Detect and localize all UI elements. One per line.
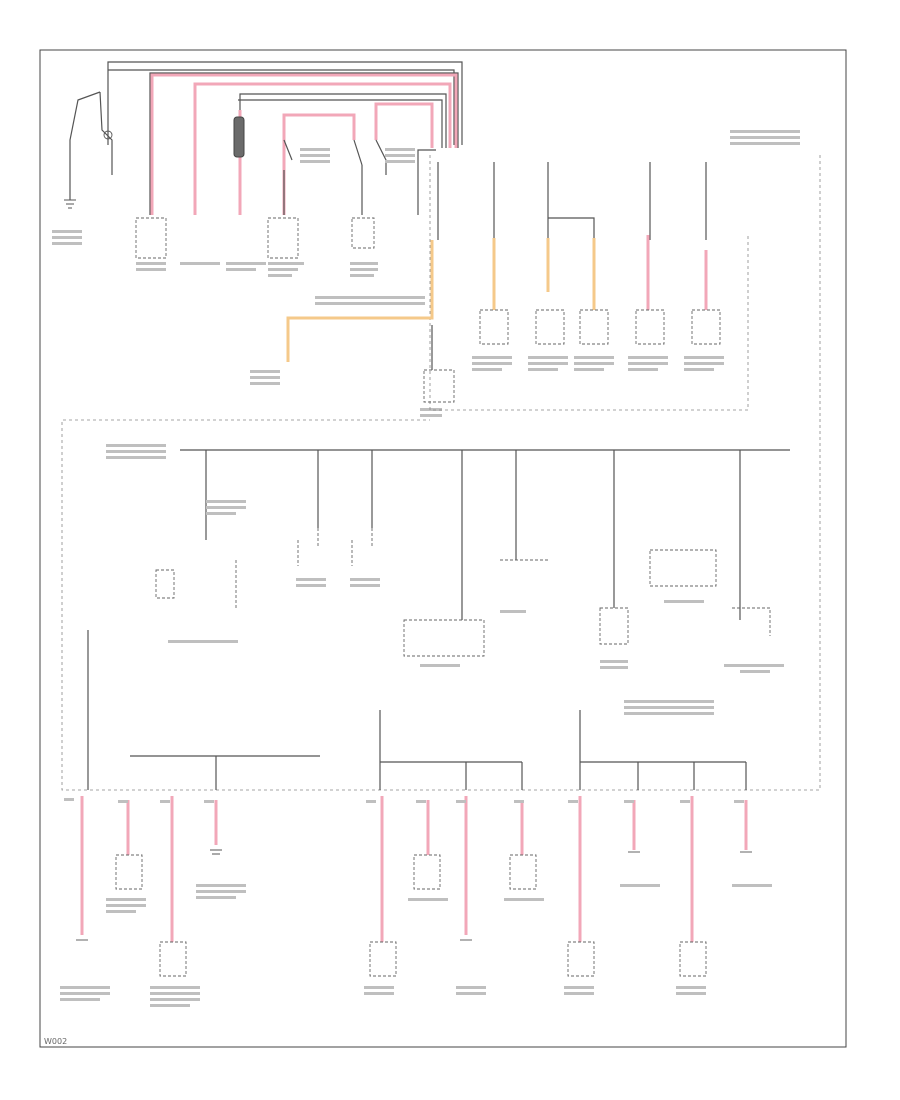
sub-bus-lines — [87, 630, 747, 790]
bottom-labels — [60, 798, 772, 1007]
diagram-frame — [39, 49, 847, 1048]
component-box-5 — [535, 309, 565, 345]
bottom-box-4 — [509, 854, 537, 890]
bottom-box-3 — [413, 854, 441, 890]
fuse-feeds-top-right — [431, 162, 708, 370]
relay-1 — [155, 569, 175, 599]
component-box-9 — [423, 369, 455, 403]
middle-labels — [106, 444, 784, 715]
top-harness — [107, 61, 463, 215]
component-box-3 — [351, 217, 375, 249]
component-box-1 — [135, 217, 167, 259]
bottom-box-5 — [369, 941, 397, 977]
fuse-block-boundary-top — [429, 155, 749, 411]
component-box-4 — [479, 309, 509, 345]
relay-box-horn — [403, 619, 485, 657]
bottom-grounds — [76, 849, 752, 941]
top-right-labels — [472, 356, 724, 371]
component-box-2 — [267, 217, 299, 259]
relay-4 — [599, 607, 629, 645]
relay-6 — [732, 607, 771, 636]
relay-7 — [297, 528, 373, 566]
bottom-box-2 — [159, 941, 187, 977]
relay-5 — [649, 549, 717, 587]
component-box-8 — [691, 309, 721, 345]
orange-wires — [286, 238, 596, 362]
fuse-block-boundary-main — [61, 155, 821, 791]
battery-ground — [64, 91, 113, 209]
component-box-6 — [579, 309, 609, 345]
bottom-red-wires — [80, 796, 748, 942]
top-switches — [283, 139, 387, 215]
mega-fuse — [233, 116, 245, 158]
bottom-box-7 — [679, 941, 707, 977]
bottom-box-1 — [115, 854, 143, 890]
component-box-7 — [635, 309, 665, 345]
bottom-box-6 — [567, 941, 595, 977]
diagram-code: W002 — [44, 1037, 67, 1046]
middle-feeds — [205, 450, 741, 620]
top-labels — [52, 130, 800, 417]
